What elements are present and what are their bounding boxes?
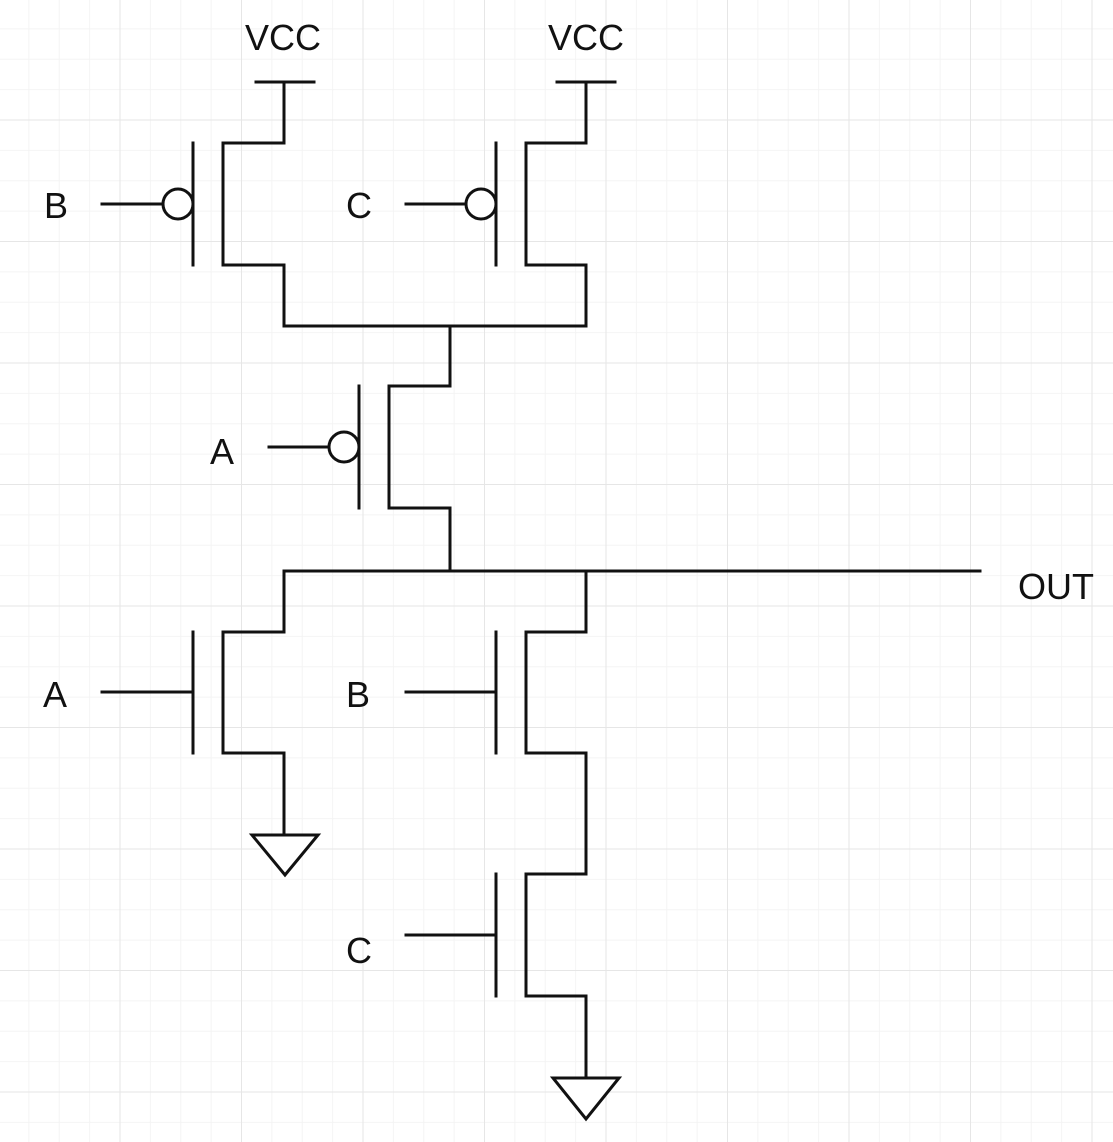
nmos-c-input-label: C (346, 930, 372, 971)
pmos-transistor-c (404, 80, 588, 328)
pmos-a-input-label: A (210, 431, 235, 472)
pmos-b-input-label: B (44, 185, 69, 226)
nmos-transistor-c (404, 872, 588, 1080)
nmos-transistor-b (404, 569, 588, 876)
pmos-transistor-a (267, 324, 452, 573)
pmos-b-gate-bubble (161, 187, 195, 221)
pmos-c-gate-bubble (464, 187, 498, 221)
nmos-a-input-label: A (43, 674, 68, 715)
pmos-transistor-b (100, 80, 286, 328)
pmos-c-input-label: C (346, 185, 372, 226)
pmos-a-gate-bubble (327, 430, 361, 464)
ground-symbol-right (549, 1076, 623, 1122)
nmos-transistor-a (100, 569, 286, 837)
nmos-b-input-label: B (346, 674, 371, 715)
vcc-label-right: VCC (548, 17, 625, 58)
vcc-label-left: VCC (245, 17, 322, 58)
ground-symbol-left (248, 833, 322, 878)
output-label: OUT (1018, 566, 1094, 607)
